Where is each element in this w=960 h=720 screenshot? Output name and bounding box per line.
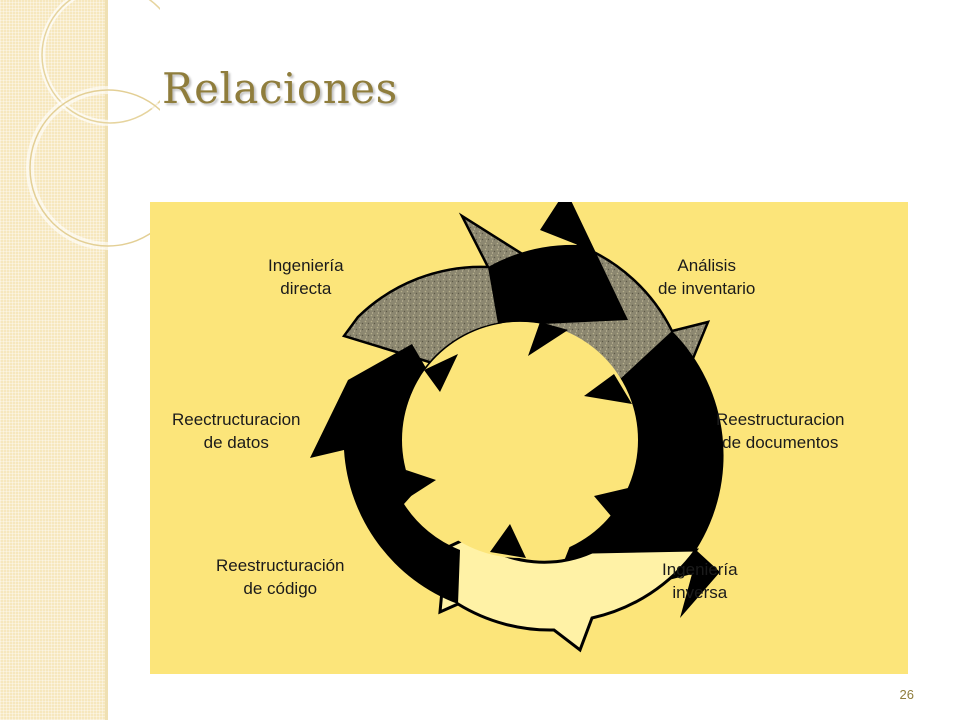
- arrow-ingenieria-directa: [341, 212, 573, 374]
- arrow-dark-left: [310, 344, 460, 604]
- cycle-diagram: Ingeniería directa Análisis de inventari…: [150, 202, 908, 674]
- slide-title: Relaciones: [162, 64, 398, 113]
- label-reestructuracion-datos: Reectructuracion de datos: [172, 408, 301, 454]
- label-line: Ingeniería: [268, 256, 344, 275]
- label-line: Reestructuracion: [716, 410, 845, 429]
- arrow-dark-right: [544, 331, 724, 618]
- label-reestructuracion-codigo: Reestructuración de código: [216, 554, 345, 600]
- label-ingenieria-directa: Ingeniería directa: [268, 254, 344, 300]
- page-number: 26: [899, 687, 914, 702]
- decorative-circles: [26, 0, 160, 250]
- label-line: Ingeniería: [662, 560, 738, 579]
- label-line: de documentos: [722, 433, 839, 452]
- label-line: Análisis: [677, 256, 736, 275]
- label-ingenieria-inversa: Ingeniería inversa: [662, 558, 738, 604]
- label-line: de código: [243, 579, 318, 598]
- arrow-dark-top: [488, 202, 628, 324]
- label-line: inversa: [672, 583, 728, 602]
- label-line: Reectructuracion: [172, 410, 301, 429]
- label-line: directa: [280, 279, 332, 298]
- label-reestructuracion-documentos: Reestructuracion de documentos: [716, 408, 845, 454]
- cycle-ring: [310, 202, 724, 653]
- side-decor-divider: [105, 0, 108, 720]
- label-line: de datos: [203, 433, 269, 452]
- arrow-codigo: [438, 518, 699, 653]
- label-line: de inventario: [658, 279, 756, 298]
- cycle-diagram-graphic: [310, 202, 724, 653]
- label-line: Reestructuración: [216, 556, 345, 575]
- label-analisis-inventario: Análisis de inventario: [658, 254, 755, 300]
- ring-outline: [402, 322, 638, 558]
